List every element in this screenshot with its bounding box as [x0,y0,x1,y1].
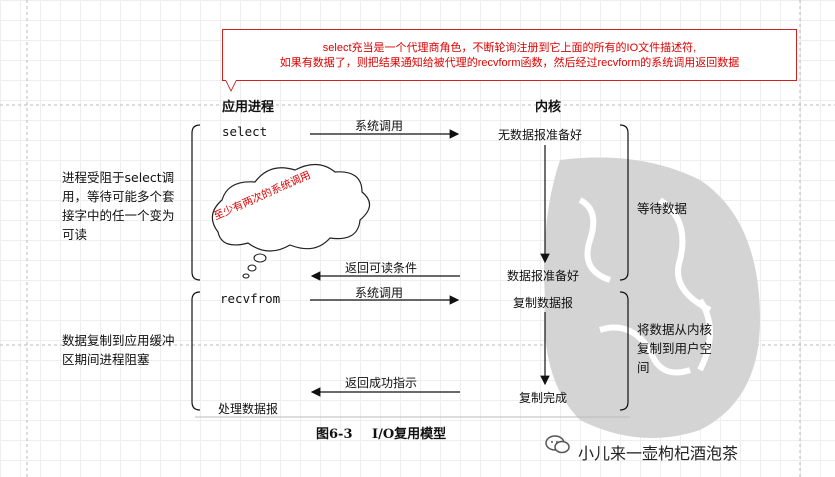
kernel-step-no-data: 无数据报准备好 [498,128,583,142]
app-step-select: select [222,124,268,139]
callout-pointer-fill [226,80,236,90]
arrow-label-return-readable: 返回可读条件 [345,261,418,275]
note-copy-to-user: 将数据从内核复制到用户空间 [637,322,713,375]
callout-box: select充当是一个代理商角色，不断轮询注册到它上面的所有的IO文件描述符, … [222,29,797,81]
arrow-label-syscall-1: 系统调用 [355,119,404,133]
thought-bubble-1 [253,253,267,263]
app-step-recvfrom: recvfrom [220,291,281,306]
watermark-text: 小儿来一壶枸杞酒泡茶 [578,444,739,463]
arrow-label-return-success: 返回成功指示 [345,376,418,390]
figure-number: 图6-3 [316,427,353,442]
kernel-step-copy: 复制数据报 [513,296,574,310]
callout-line-1: select充当是一个代理商角色，不断轮询注册到它上面的所有的IO文件描述符, [322,42,697,54]
kernel-step-ready: 数据报准备好 [507,269,580,283]
brace-right-copy [619,291,629,411]
brace-left-copy [191,291,201,411]
app-step-process: 处理数据报 [218,402,279,416]
header-app-process: 应用进程 [222,100,275,115]
arrow-label-syscall-2: 系统调用 [355,286,404,300]
kernel-step-done: 复制完成 [519,391,568,405]
note-blocked-select: 进程受阻于select调用，等待可能多个套接字中的任一个变为可读 [62,170,175,242]
figure-title: I/O复用模型 [372,427,447,442]
header-kernel: 内核 [535,100,562,115]
note-wait-data: 等待数据 [637,201,688,216]
thought-cloud [211,163,371,252]
brace-right-wait [619,124,629,281]
callout-line-2: 如果有数据了，则把结果通知给被代理的recvform函数，然后经过recvfor… [279,57,740,69]
thought-bubble-3 [242,273,250,279]
brace-left-select [191,124,201,281]
note-blocked-copy: 数据复制到应用缓冲区期间进程阻塞 [62,333,175,367]
wechat-icon [545,435,570,454]
thought-bubble-2 [247,264,257,272]
